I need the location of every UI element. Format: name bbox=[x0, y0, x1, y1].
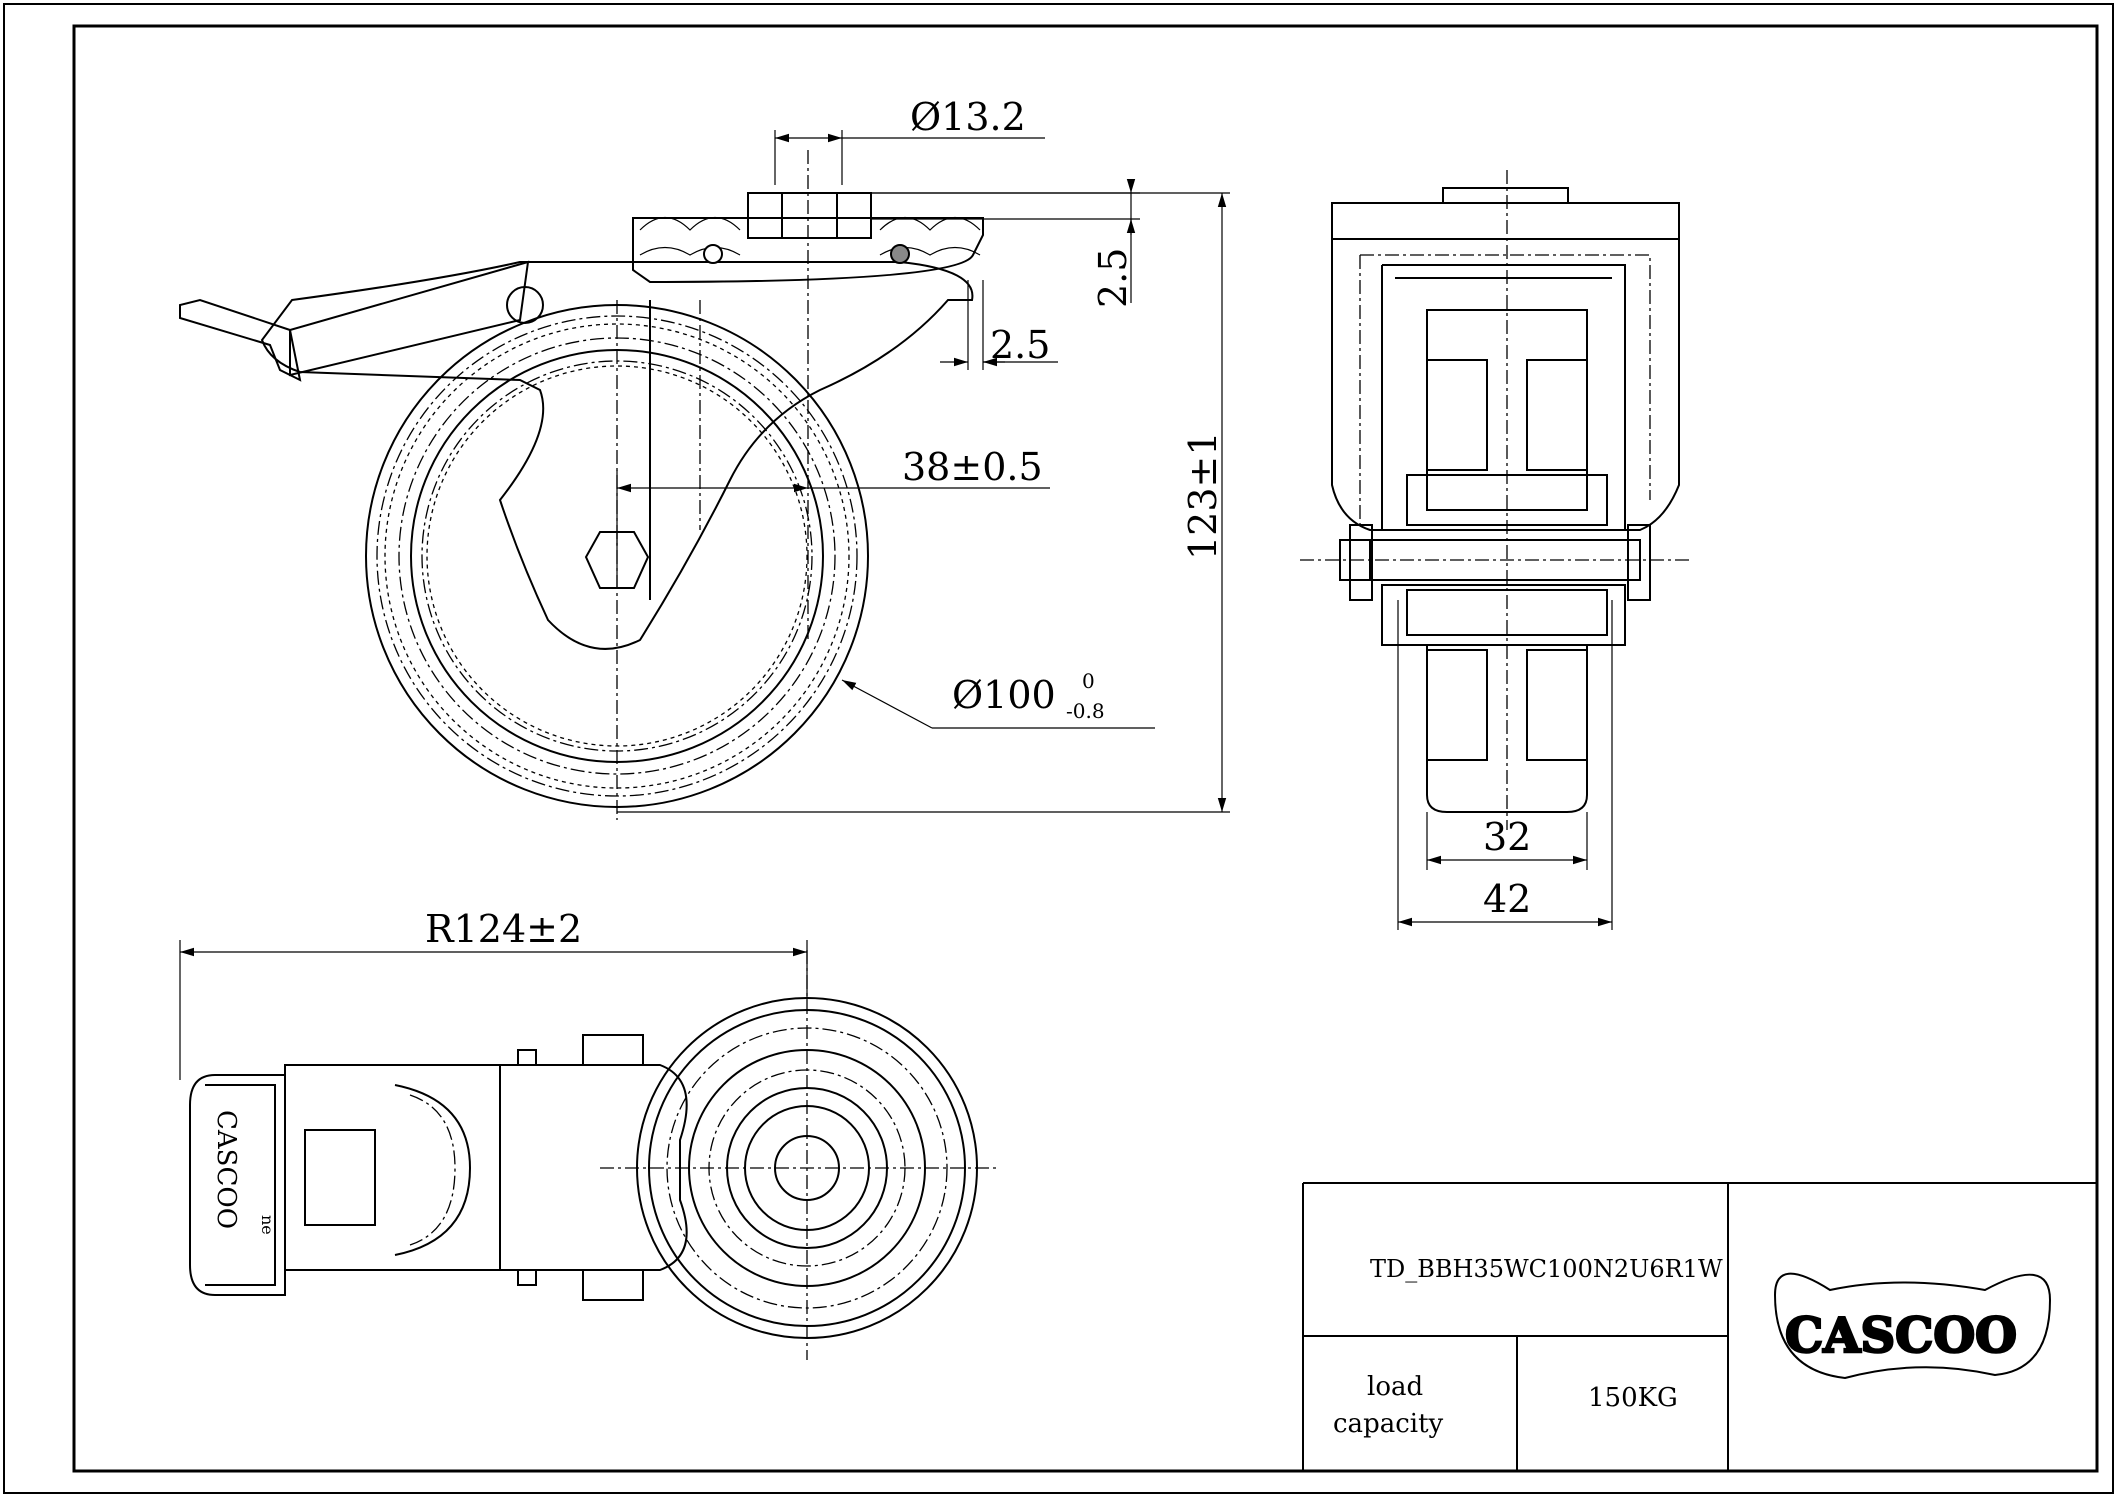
side-view-dimensions: Ø13.2 2.5 2.5 38±0.5 123±1 Ø100 0 -0.8 bbox=[616, 95, 1230, 813]
inner-border bbox=[72, 24, 2099, 1473]
brake-pedal-subtext: ne bbox=[258, 1215, 277, 1235]
dim-fork-width: 42 bbox=[1483, 877, 1531, 921]
brake-pedal-brand: CASCOO bbox=[211, 1110, 241, 1229]
cascoo-logo: CASCOO bbox=[1773, 1272, 2052, 1380]
load-value: 150KG bbox=[1588, 1383, 1678, 1413]
dim-plate-thickness: 2.5 bbox=[1091, 248, 1135, 308]
dim-offset: 38±0.5 bbox=[902, 445, 1043, 489]
dim-wheel-tol-upper: 0 bbox=[1082, 669, 1095, 693]
dim-total-height: 123±1 bbox=[1181, 431, 1225, 560]
dim-plate-offset: 2.5 bbox=[990, 323, 1050, 367]
dim-swivel-radius: R124±2 bbox=[425, 907, 582, 951]
title-block: TD_BBH35WC100N2U6R1W load capacity 150KG bbox=[1302, 1182, 2097, 1471]
front-view-dimensions: 32 42 bbox=[1397, 600, 1613, 930]
load-label-line1: load bbox=[1367, 1372, 1423, 1402]
load-label-line2: capacity bbox=[1333, 1409, 1444, 1439]
outer-border bbox=[3, 3, 2114, 1494]
top-view: CASCOO ne bbox=[189, 950, 1000, 1360]
dim-tread-width: 32 bbox=[1483, 815, 1531, 859]
top-view-dimensions: R124±2 bbox=[179, 907, 808, 1080]
front-view bbox=[1300, 170, 1690, 830]
dim-bolt-hole: Ø13.2 bbox=[910, 95, 1026, 139]
part-number: TD_BBH35WC100N2U6R1W bbox=[1370, 1255, 1723, 1283]
dim-wheel-diameter: Ø100 bbox=[952, 673, 1056, 717]
dim-wheel-tol-lower: -0.8 bbox=[1066, 699, 1105, 723]
side-view bbox=[179, 150, 984, 820]
logo-brand: CASCOO bbox=[1785, 1308, 2017, 1364]
